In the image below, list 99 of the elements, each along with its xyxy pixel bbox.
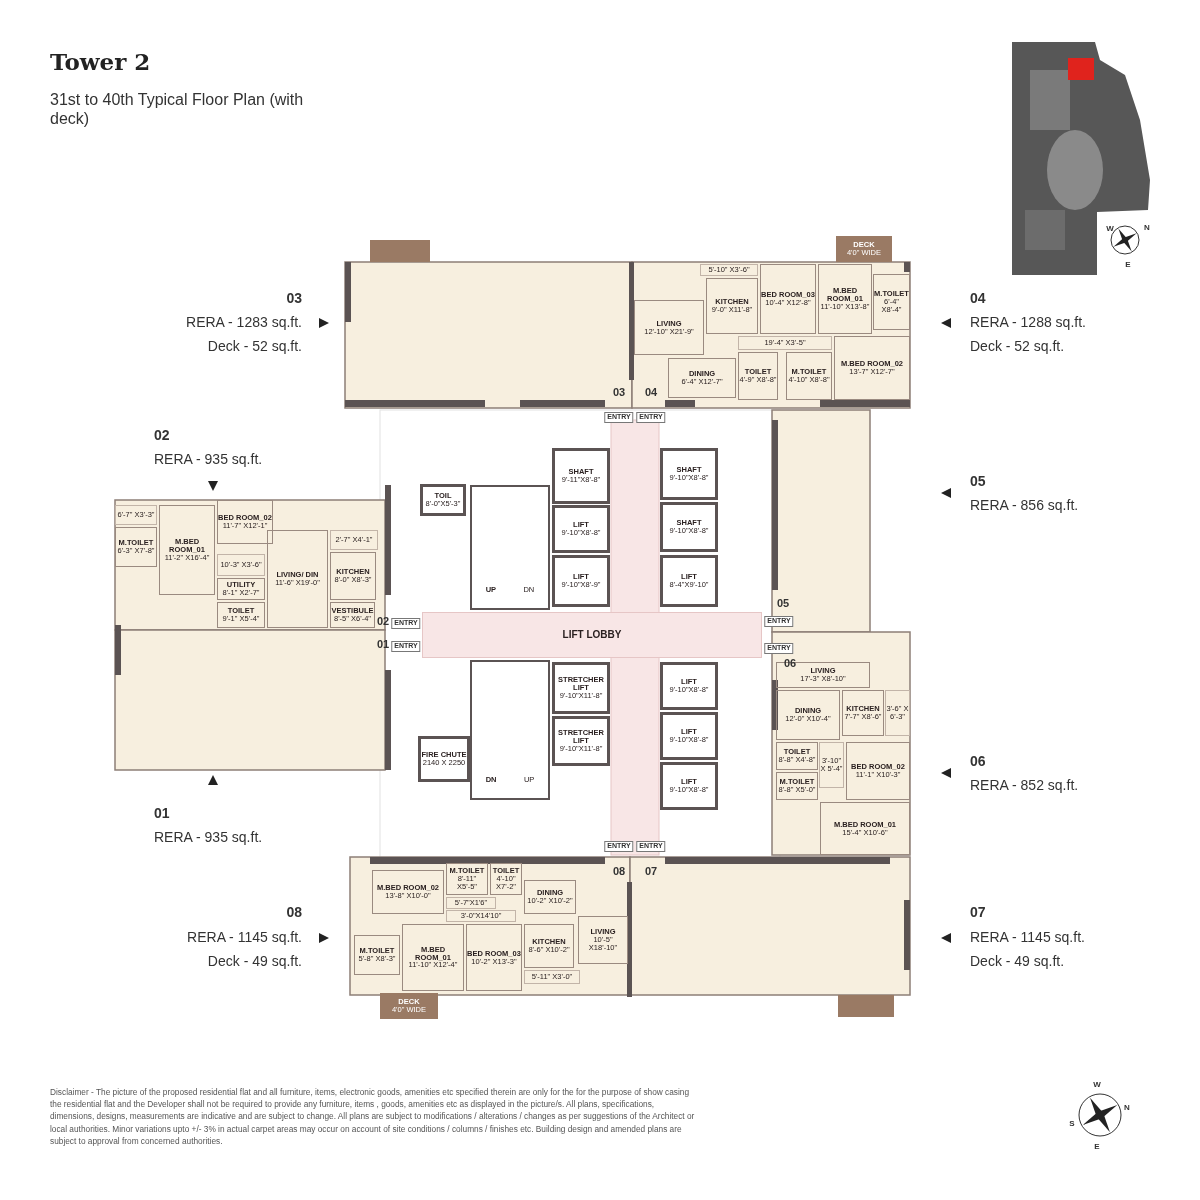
area-text: RERA - 1283 sq.ft. [186, 313, 302, 331]
area-text: RERA - 935 sq.ft. [154, 828, 263, 846]
deck-area [380, 993, 438, 1019]
room-area [776, 742, 818, 770]
compass-letter: N [1124, 1102, 1130, 1113]
room-area [159, 505, 215, 595]
room-area [490, 863, 522, 895]
room-area [330, 552, 376, 600]
compass-letter: E [1125, 259, 1131, 270]
core-room [660, 555, 718, 607]
core-room [418, 736, 470, 782]
core-room [420, 484, 466, 516]
unit-number: 01 [154, 804, 170, 822]
passage-area [524, 970, 580, 984]
disclaimer-text: Disclaimer - The picture of the proposed residential flat and all furniture, items, electronic goods, amenities etc specified therein are only for the for the purpose of show casing the residential flat and the Developer shall not be required to provide any furniture, items , goods, amenities etc as displayed in the picture/s. All plans, specifications, dimensions, designs, measurements are indicative and are subject to change. All plans are subject to modifications / alterations / changes as per suggestions of the Architect or local authorities. Minor variations upto +/- 3% in actual carpet areas may occur on account of site conditions / columns / finishes etc. Building design and amended plans are subject to approval from concerned authorities. [50, 1085, 696, 1148]
room-area [330, 602, 375, 628]
unit-number: 04 [970, 289, 986, 307]
compass-letter: W [1106, 223, 1114, 234]
room-area [776, 772, 818, 800]
subtitle: 31st to 40th Typical Floor Plan (with deck) [50, 89, 305, 128]
core-room [552, 448, 610, 504]
area-text: Deck - 52 sq.ft. [207, 337, 302, 355]
room-area [760, 264, 816, 334]
room-area [818, 264, 872, 334]
passage-area [819, 742, 844, 788]
core-room [660, 448, 718, 500]
core-room [552, 716, 610, 766]
unit-number: 03 [612, 385, 626, 400]
unit-number: 02 [376, 614, 390, 629]
staircase [470, 660, 550, 800]
room-area [873, 274, 910, 330]
compass-letter: W [1093, 1079, 1101, 1090]
unit-number: 06 [970, 752, 986, 770]
room-area [466, 924, 522, 991]
deck-area [836, 236, 892, 262]
room-area [738, 352, 778, 400]
passage-area [700, 264, 758, 276]
core-room [552, 555, 610, 607]
room-area [217, 602, 265, 628]
unit-number: 07 [644, 864, 658, 879]
room-area [834, 336, 910, 400]
title: Tower 2 [50, 48, 151, 75]
core-room [660, 712, 718, 760]
passage-area [738, 336, 832, 350]
room-area [786, 352, 832, 400]
core-room [552, 662, 610, 714]
unit-number: 05 [776, 596, 790, 611]
compass-letter: N [1144, 222, 1150, 233]
room-area [217, 578, 265, 600]
unit-number: 08 [286, 903, 302, 921]
area-text: Deck - 49 sq.ft. [970, 952, 1065, 970]
room-area [524, 880, 576, 914]
passage-area [330, 530, 378, 550]
unit-number: 02 [154, 426, 170, 444]
room-area [578, 916, 628, 964]
passage-area [885, 690, 910, 736]
lobby-name: LIFT LOBBY [562, 629, 622, 641]
passage-area [446, 897, 496, 909]
area-text: RERA - 1288 sq.ft. [970, 313, 1086, 331]
unit-number: 03 [286, 289, 302, 307]
passage-area [217, 554, 265, 576]
room-area [846, 742, 910, 800]
unit-number: 07 [970, 903, 986, 921]
room-area [524, 924, 574, 968]
room-area [354, 935, 400, 975]
compass-letter: S [1069, 1118, 1075, 1129]
room-area [267, 530, 328, 628]
room-area [217, 500, 273, 544]
room-area [776, 690, 840, 740]
area-text: RERA - 1145 sq.ft. [970, 928, 1085, 946]
area-text: RERA - 1145 sq.ft. [187, 928, 302, 946]
room-area [115, 527, 157, 567]
core-room [660, 762, 718, 810]
room-area [706, 278, 758, 334]
core-room [660, 502, 718, 552]
unit-number: 06 [783, 656, 797, 671]
staircase [470, 485, 550, 610]
area-text: RERA - 856 sq.ft. [970, 496, 1079, 514]
area-text: RERA - 935 sq.ft. [154, 450, 263, 468]
area-text: Deck - 52 sq.ft. [970, 337, 1065, 355]
room-area [402, 924, 464, 991]
passage-area [446, 910, 516, 922]
room-area [820, 802, 910, 855]
area-text: Deck - 49 sq.ft. [207, 952, 302, 970]
core-room [660, 662, 718, 710]
core-room [552, 505, 610, 553]
room-area [668, 358, 736, 398]
room-area [634, 300, 704, 355]
room-area [372, 870, 444, 914]
area-text: RERA - 852 sq.ft. [970, 776, 1079, 794]
room-area [446, 863, 488, 895]
room-area [842, 690, 884, 736]
unit-number: 08 [612, 864, 626, 879]
lobby-area [422, 612, 762, 658]
unit-number: 01 [376, 637, 390, 652]
compass-letter: E [1094, 1141, 1100, 1152]
unit-number: 05 [970, 472, 986, 490]
unit-number: 04 [644, 385, 658, 400]
passage-area [115, 505, 157, 525]
